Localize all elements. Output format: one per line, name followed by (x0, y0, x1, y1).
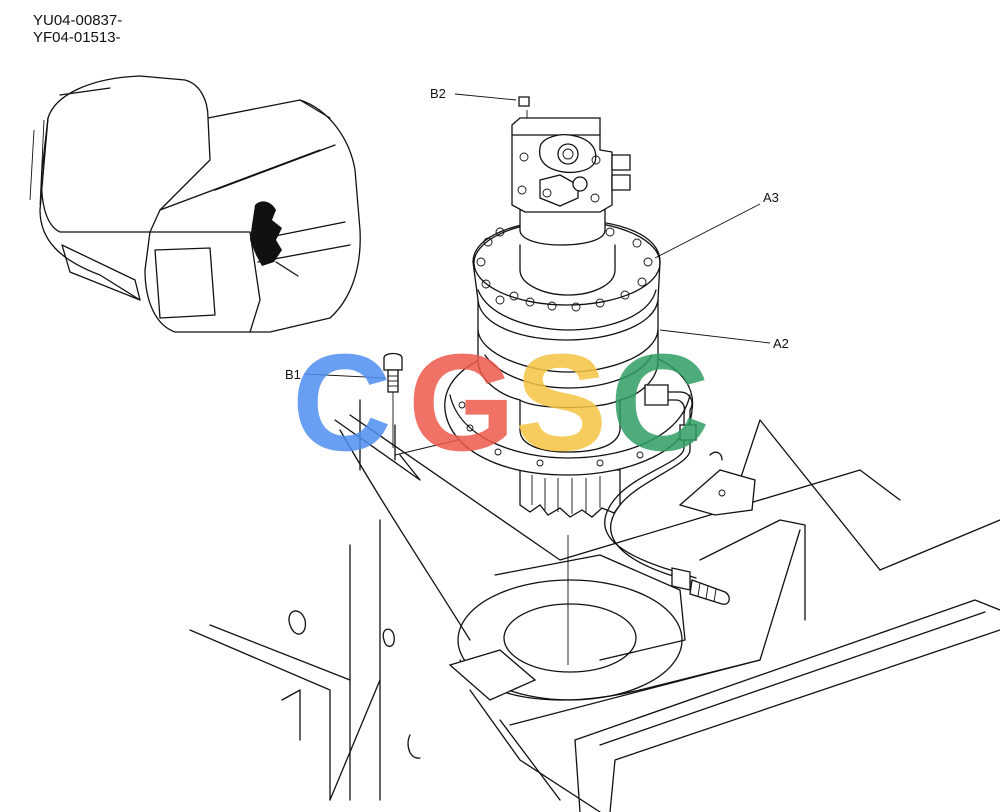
serial-number-2: YF04-01513- (33, 29, 121, 46)
callout-b2: B2 (430, 86, 517, 101)
machine-locator-sketch (29, 75, 361, 333)
upper-frame (189, 399, 1000, 812)
callout-a3: A3 (654, 190, 779, 259)
housing-bolts (476, 227, 653, 312)
watermark-letter-4: C (610, 326, 710, 480)
callout-label-a3: A3 (763, 190, 779, 205)
bolt-b1 (383, 352, 403, 448)
callout-label-a2: A2 (773, 336, 789, 351)
reduction-case (477, 299, 659, 453)
callout-label-b2: B2 (430, 86, 446, 101)
callout-b1: B1 (285, 367, 386, 382)
motor-location-marker (250, 201, 282, 266)
serial-number-block: YU04-00837- YF04-01513- (33, 12, 122, 46)
watermark-letter-2: G (408, 326, 515, 480)
motor-housing (472, 219, 661, 341)
swing-motor-assembly (383, 96, 730, 665)
watermark-letter-3: S (515, 326, 607, 480)
serial-number-1: YU04-00837- (33, 12, 123, 29)
drain-hose (604, 384, 730, 605)
watermark-letter-1: C (292, 326, 392, 480)
watermark-logo: C G S C (292, 326, 710, 480)
callout-a2: A2 (659, 329, 789, 351)
callout-label-b1: B1 (285, 367, 301, 382)
valve-block (511, 96, 631, 246)
